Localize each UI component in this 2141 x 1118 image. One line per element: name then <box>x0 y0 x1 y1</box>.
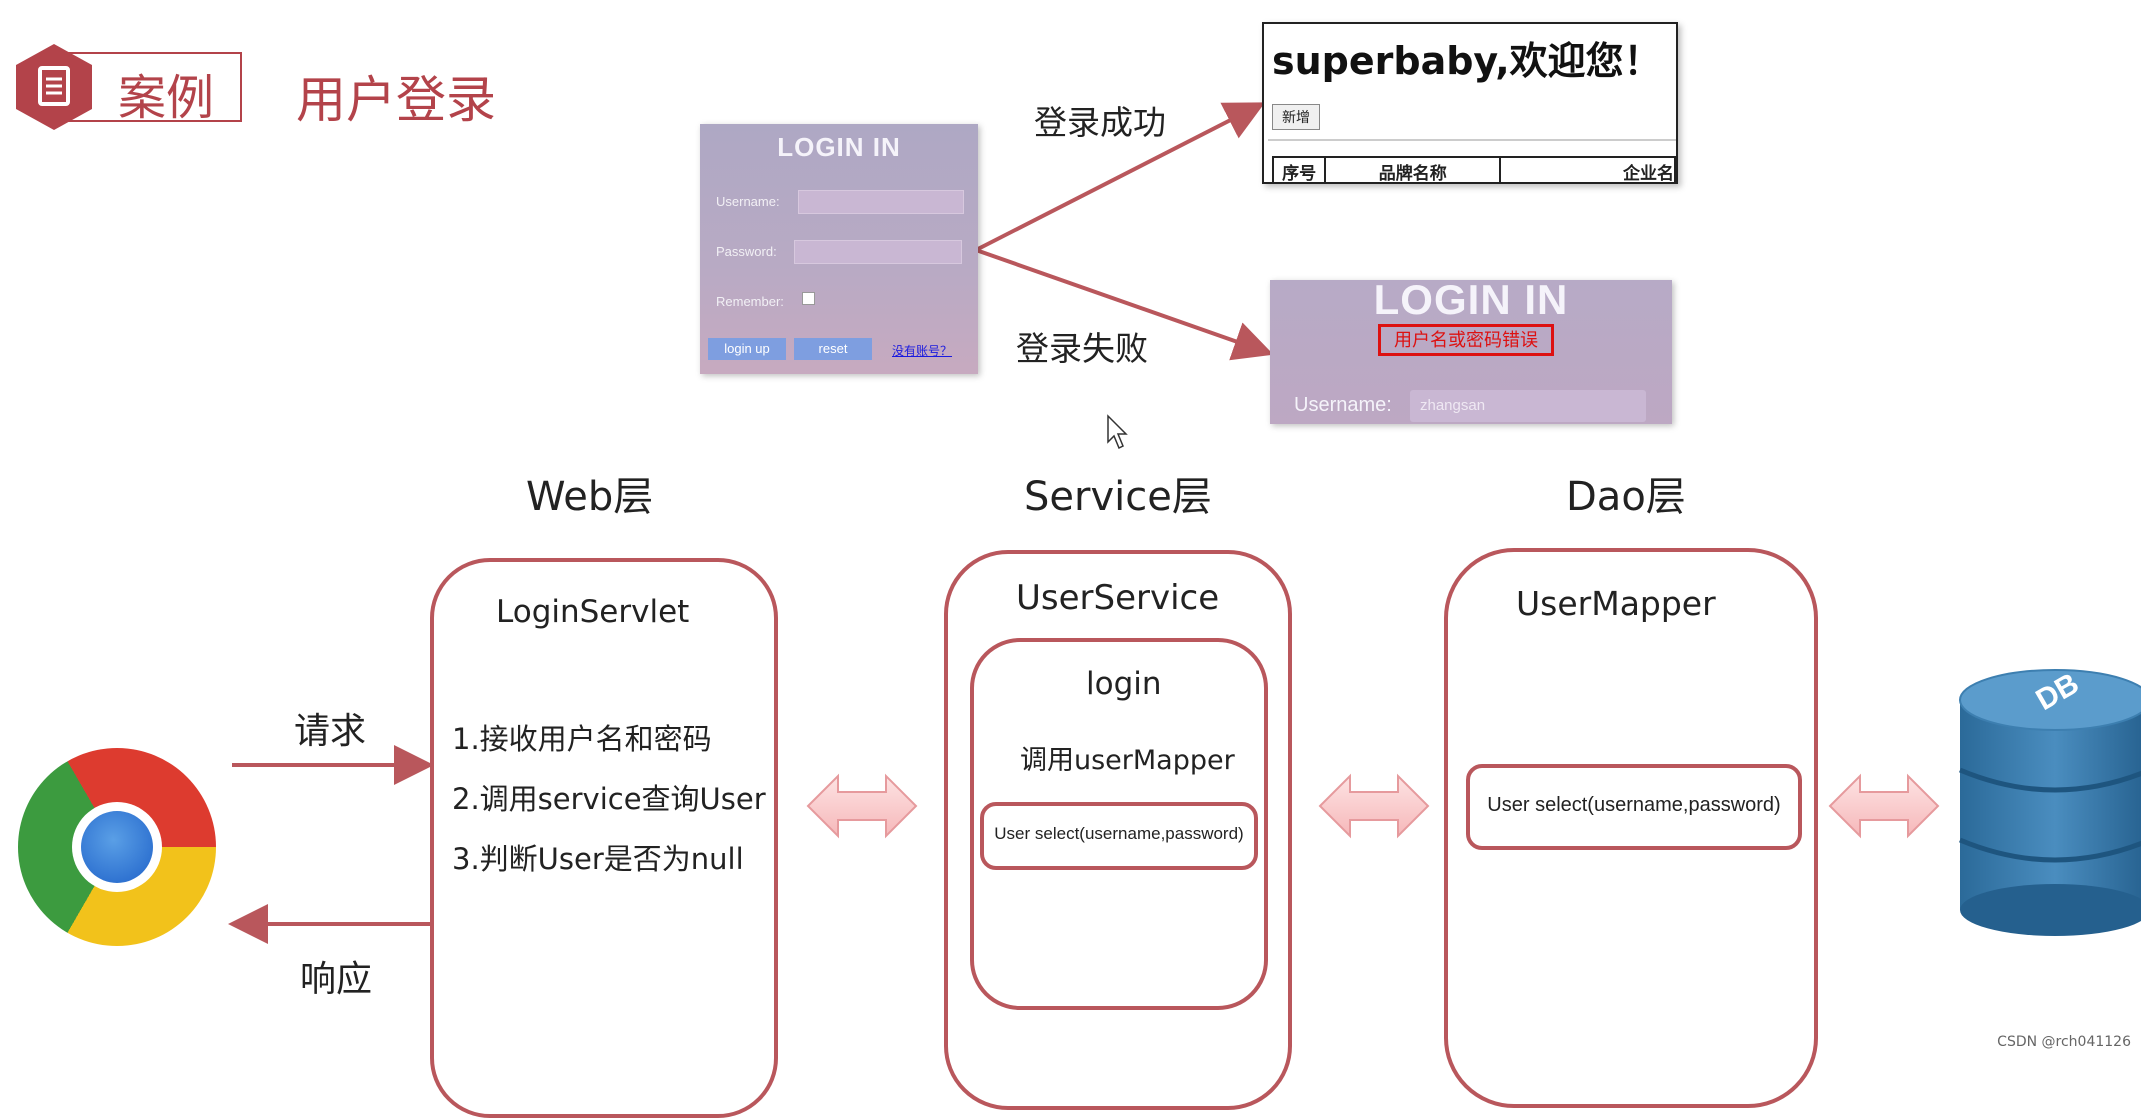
username-input[interactable] <box>798 190 964 214</box>
remember-checkbox[interactable] <box>802 292 815 305</box>
dao-db-double-arrow <box>1828 773 1940 839</box>
welcome-text: superbaby,欢迎您！ <box>1272 39 1662 83</box>
mapper-name: UserMapper <box>1516 584 1716 623</box>
database-icon: DB <box>1959 667 2141 936</box>
login-form: LOGIN IN Username: Password: Remember: l… <box>700 124 978 374</box>
service-select-box <box>980 802 1258 870</box>
login-method-name: login <box>1086 666 1162 702</box>
success-label: 登录成功 <box>1034 103 1166 142</box>
username-label: Username: <box>716 194 780 209</box>
register-link[interactable]: 没有账号？ <box>892 344 953 358</box>
web-step-2: 2.调用service查询User <box>452 782 766 816</box>
dao-select-box <box>1466 764 1802 850</box>
web-step-3: 3.判断User是否为null <box>452 842 744 876</box>
call-mapper-text: 调用userMapper <box>1020 745 1235 776</box>
dao-select-text: User select(username,password) <box>1487 794 1781 816</box>
chrome-icon-core <box>81 811 153 883</box>
request-label: 请求 <box>294 711 367 752</box>
service-select-text: User select(username,password) <box>994 824 1244 843</box>
column-header: 品牌名称 <box>1324 156 1502 182</box>
add-button[interactable]: 新增 <box>1272 104 1320 130</box>
response-label: 响应 <box>300 959 373 1000</box>
page-title: 用户登录 <box>296 71 496 129</box>
success-arrow <box>975 102 1266 252</box>
column-header: 企业名 <box>1499 156 1676 182</box>
service-layer-title: Service层 <box>1024 474 1212 520</box>
watermark: CSDN @rch041126 <box>1997 1034 2131 1050</box>
failure-arrow <box>975 248 1274 361</box>
failure-page: LOGIN IN 用户名或密码错误 Username: zhangsan <box>1270 280 1672 424</box>
divider <box>1268 139 1676 141</box>
success-page: superbaby,欢迎您！ 新增 序号 品牌名称 企业名 <box>1262 22 1678 184</box>
web-service-double-arrow <box>806 773 918 839</box>
diagram-canvas: DB <box>228 102 2141 944</box>
cursor-icon <box>1107 414 1128 450</box>
service-dao-double-arrow <box>1318 773 1430 839</box>
document-icon <box>16 44 92 130</box>
password-input[interactable] <box>794 240 962 264</box>
service-name: UserService <box>1016 578 1220 618</box>
username-label: Username: <box>1294 394 1392 416</box>
login-button[interactable]: login up <box>708 338 786 360</box>
username-input[interactable]: zhangsan <box>1410 390 1646 422</box>
case-label: 案例 <box>118 70 215 126</box>
failure-page-title: LOGIN IN <box>1373 280 1569 323</box>
login-form-title: LOGIN IN <box>777 132 901 162</box>
failure-label: 登录失败 <box>1016 329 1148 368</box>
servlet-name: LoginServlet <box>496 594 690 630</box>
login-method-box <box>970 638 1268 1010</box>
remember-label: Remember: <box>716 294 784 309</box>
error-message: 用户名或密码错误 <box>1378 324 1554 356</box>
column-header: 序号 <box>1271 156 1327 182</box>
password-label: Password: <box>716 244 777 259</box>
web-step-1: 1.接收用户名和密码 <box>452 722 712 756</box>
brand-table: 序号 品牌名称 企业名 <box>1271 156 1676 182</box>
reset-button[interactable]: reset <box>794 338 872 360</box>
dao-layer-title: Dao层 <box>1566 474 1686 520</box>
web-layer-title: Web层 <box>526 474 654 520</box>
